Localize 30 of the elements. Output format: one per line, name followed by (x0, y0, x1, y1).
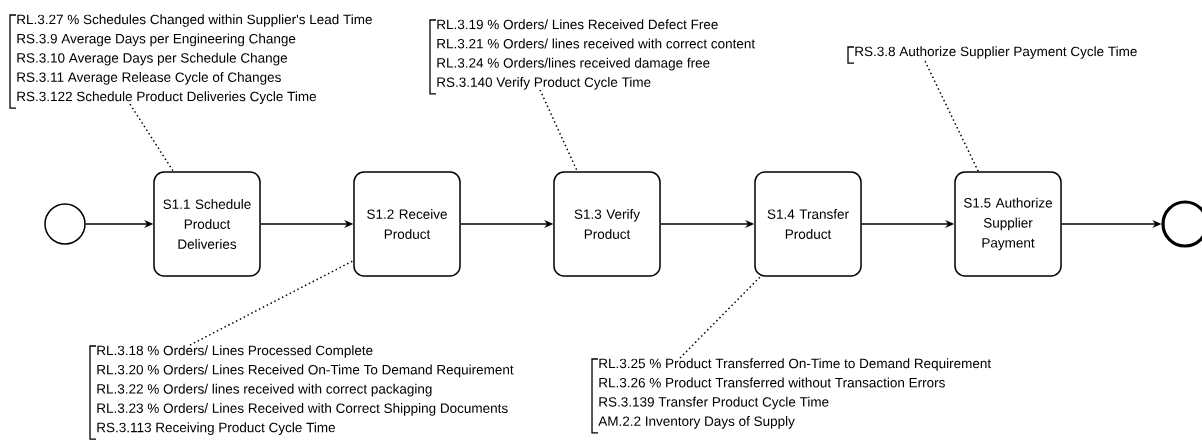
metric-text: RS.3.8 Authorize Supplier Payment Cycle Time (855, 46, 1137, 59)
association-line (924, 60, 979, 172)
metric-text: RS.3.113 Receiving Product Cycle Time (97, 422, 335, 435)
metric-text: RL.3.24 % Orders/lines received damage free (437, 57, 710, 71)
metric-text: RS.3.140 Verify Product Cycle Time (437, 77, 651, 90)
metric-text: RL.3.19 % Orders/ Lines Received Defect Free (437, 19, 718, 30)
metric-text: RL.3.18 % Orders/ Lines Processed Complete (97, 345, 373, 358)
metric-text: RL.3.20 % Orders/ Lines Received On-Time To Demand Requirement (97, 364, 514, 378)
metric-text: RL.3.26 % Product Transferred without Transaction Errors (599, 377, 945, 388)
metric-text: RS.3.139 Transfer Product Cycle Time (599, 396, 829, 410)
metric-text: RL.3.23 % Orders/ Lines Received with Correct Shipping Documents (97, 403, 508, 416)
task-box: S1.1 Schedule Product Deliveries (153, 171, 261, 277)
association-line (189, 260, 354, 346)
task-box: S1.5 Authorize Supplier Payment (954, 171, 1062, 277)
task-box: S1.3 Verify Product (553, 171, 661, 277)
metric-text: RL.3.22 % Orders/ lines received with correct packaging (97, 383, 432, 397)
association-line (539, 89, 578, 172)
metric-text: RS.3.9 Average Days per Engineering Change (17, 33, 296, 47)
task-box: S1.4 Transfer Product (754, 171, 862, 277)
association-line (129, 103, 174, 172)
task-box: S1.2 Receive Product (353, 171, 461, 277)
metric-text: RL.3.25 % Product Transferred On-Time to Demand Requirement (599, 358, 992, 371)
metric-text: RS.3.122 Schedule Product Deliveries Cycle Time (17, 91, 316, 104)
metric-text: RS.3.11 Average Release Cycle of Changes (17, 72, 281, 85)
metric-text: RS.3.10 Average Days per Schedule Change (17, 52, 288, 66)
metric-text: AM.2.2 Inventory Days of Supply (598, 416, 795, 429)
start-event-circle (44, 203, 86, 245)
metric-text: RL.3.27 % Schedules Changed within Supplier's Lead Time (17, 14, 372, 27)
association-line (679, 276, 761, 359)
metric-text: RL.3.21 % Orders/ lines received with correct content (437, 38, 756, 49)
